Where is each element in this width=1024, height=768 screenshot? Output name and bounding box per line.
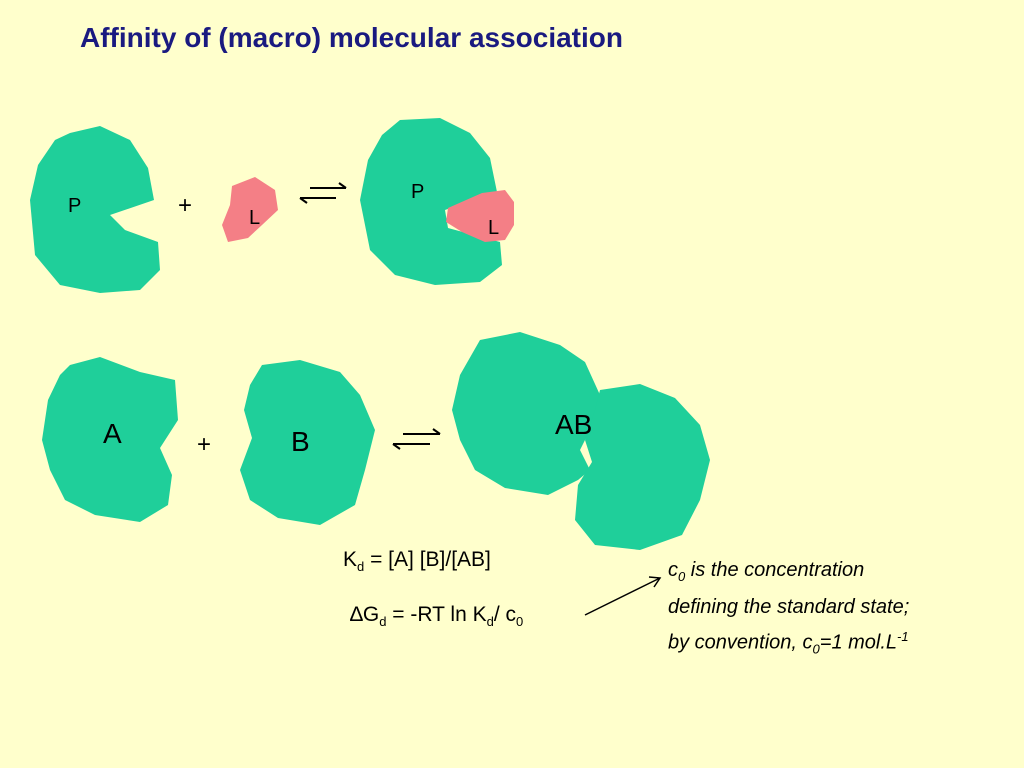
molecule-a-label: A <box>103 418 122 449</box>
note-line-2: defining the standard state; <box>668 596 910 618</box>
complex-protein-shape <box>360 118 502 285</box>
molecule-a-shape <box>42 357 178 522</box>
protein-label: P <box>68 195 81 217</box>
note-line-3: by convention, c0=1 mol.L-1 <box>668 629 909 657</box>
kd-equation: Kd = [A] [B]/[AB] <box>343 548 491 575</box>
complex-ligand-shape <box>446 190 514 242</box>
protein-p-shape <box>30 126 160 293</box>
plus-sign-1: + <box>178 192 192 219</box>
complex-ab-molecule-a-shape <box>452 332 600 495</box>
ligand-label: L <box>249 207 260 229</box>
complex-ligand-label: L <box>488 217 499 239</box>
complex-protein-label: P <box>411 181 424 203</box>
complex-ab-label: AB <box>555 409 592 440</box>
note-line-1: c0 is the concentration <box>668 559 865 584</box>
complex-ab-molecule-b-shape <box>575 384 710 550</box>
plus-sign-2: + <box>197 431 211 458</box>
equilibrium-arrows-1 <box>299 182 347 204</box>
ligand-l-shape <box>222 177 278 242</box>
slide-title: Affinity of (macro) molecular associatio… <box>80 22 623 53</box>
annotation-arrow <box>584 576 662 616</box>
molecule-b-shape <box>240 360 375 525</box>
equilibrium-arrows-2 <box>392 428 441 450</box>
standard-state-note: c0 is the concentration defining the sta… <box>668 555 909 665</box>
delta-g-equation: ∆Gd = -RT ln Kd/ c0 <box>350 603 524 630</box>
molecule-b-label: B <box>291 426 310 457</box>
